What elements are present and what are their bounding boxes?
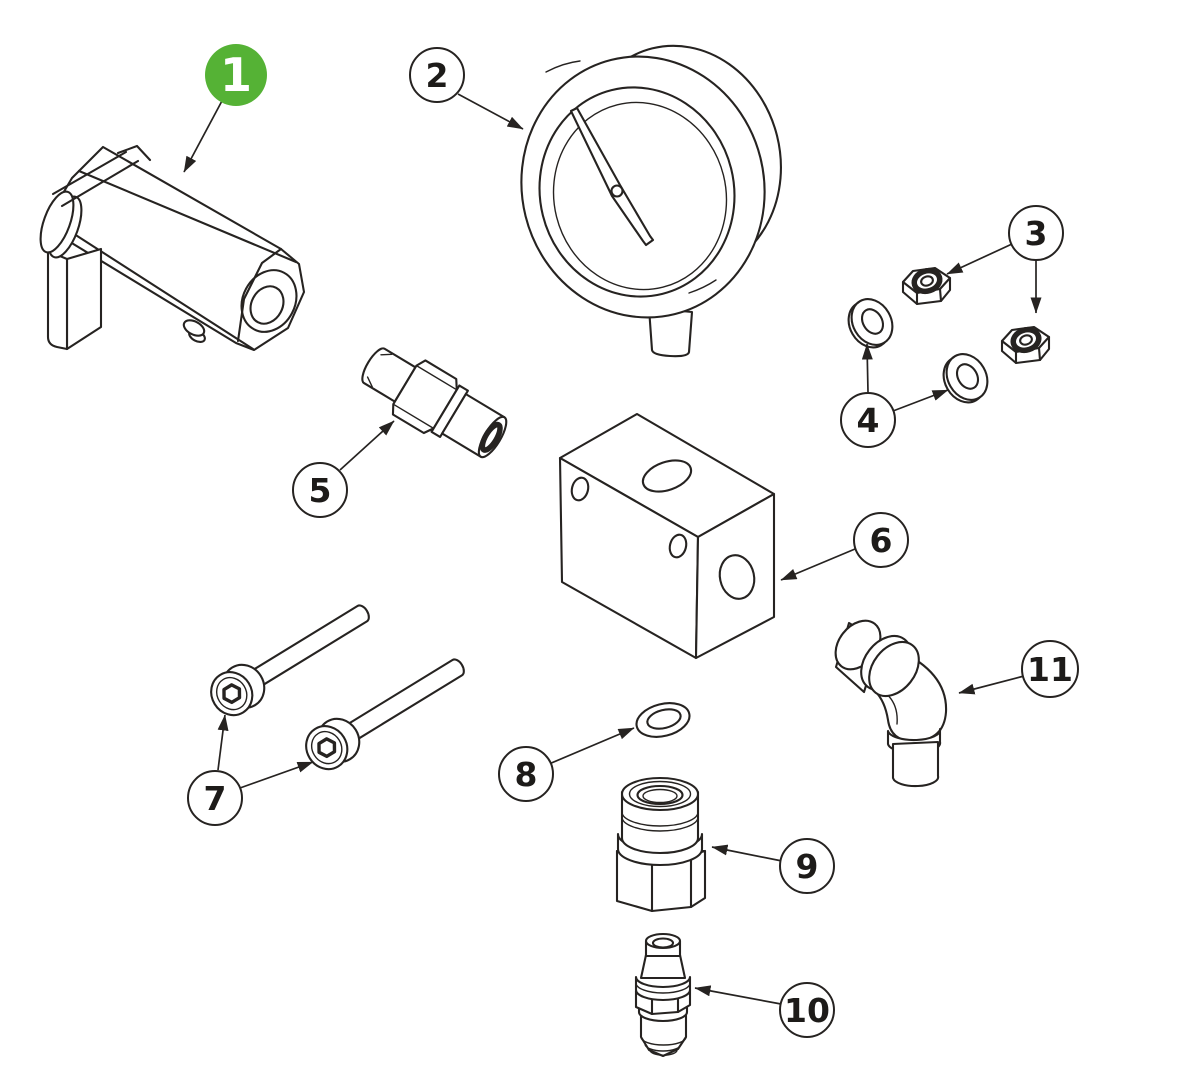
leader-2: [457, 93, 524, 130]
part-7-socket-screw-drawing: [305, 658, 465, 771]
callout-7-circle[interactable]: [187, 770, 243, 826]
callout-6-circle[interactable]: [853, 512, 909, 568]
callout-1-circle[interactable]: [205, 44, 267, 106]
part-3-lock-nut-drawing: [1000, 325, 1051, 365]
callout-8-circle[interactable]: [498, 746, 554, 802]
part-11-elbow-drawing: [834, 619, 948, 788]
callout-2-number: 2: [426, 56, 449, 95]
callout-10-number: 10: [784, 991, 830, 1030]
callout-6[interactable]: 6: [853, 512, 909, 568]
callout-9-circle[interactable]: [779, 838, 835, 894]
part-5-union-fitting-drawing: [361, 347, 508, 459]
callout-11-circle[interactable]: [1021, 640, 1079, 698]
leader-8: [548, 727, 635, 765]
leader-9: [711, 844, 783, 862]
part-2-pressure-gauge-drawing: [520, 44, 782, 358]
leader-7b: [239, 761, 314, 789]
leader-1: [183, 98, 224, 173]
part-7-socket-screw-drawing: [210, 604, 370, 717]
part-8-o-ring-drawing: [635, 702, 691, 738]
callout-11-number: 11: [1027, 650, 1073, 689]
callout-1[interactable]: 1: [205, 44, 267, 106]
callout-10[interactable]: 10: [779, 982, 835, 1038]
callout-3-number: 3: [1025, 214, 1048, 253]
callout-11[interactable]: 11: [1021, 640, 1079, 698]
callout-4-circle[interactable]: [840, 392, 896, 448]
callout-3[interactable]: 3: [1008, 205, 1064, 261]
callout-5[interactable]: 5: [292, 462, 348, 518]
callout-4-number: 4: [857, 401, 880, 440]
leader-11: [958, 675, 1025, 695]
part-1-damper-cylinder-drawing: [39, 144, 306, 352]
callout-7-number: 7: [204, 779, 227, 818]
callout-9-number: 9: [796, 847, 819, 886]
callout-5-circle[interactable]: [292, 462, 348, 518]
callout-3-circle[interactable]: [1008, 205, 1064, 261]
part-9-coupler-drawing: [615, 776, 707, 913]
leader-5: [339, 420, 395, 471]
callout-8-number: 8: [515, 755, 538, 794]
callout-1-number: 1: [220, 48, 252, 102]
part-10-valve-fitting-drawing: [634, 932, 692, 1058]
part-6-manifold-block-drawing: [558, 412, 776, 660]
callout-8[interactable]: 8: [498, 746, 554, 802]
callout-2[interactable]: 2: [409, 47, 465, 103]
leader-7a: [217, 714, 229, 771]
leader-10: [694, 985, 782, 1005]
part-4-washer-drawing: [847, 298, 894, 349]
callout-4[interactable]: 4: [840, 392, 896, 448]
leader-3a: [946, 243, 1013, 275]
leader-4a: [861, 343, 873, 393]
callout-6-number: 6: [870, 521, 893, 560]
callout-7[interactable]: 7: [187, 770, 243, 826]
part-4-washer-drawing: [942, 353, 989, 404]
callout-10-circle[interactable]: [779, 982, 835, 1038]
leader-6: [780, 548, 856, 581]
callout-5-number: 5: [309, 471, 332, 510]
callout-9[interactable]: 9: [779, 838, 835, 894]
part-3-lock-nut-drawing: [901, 266, 952, 306]
leader-4b: [892, 389, 949, 412]
leader-lines: [183, 93, 1042, 1005]
callout-2-circle[interactable]: [409, 47, 465, 103]
